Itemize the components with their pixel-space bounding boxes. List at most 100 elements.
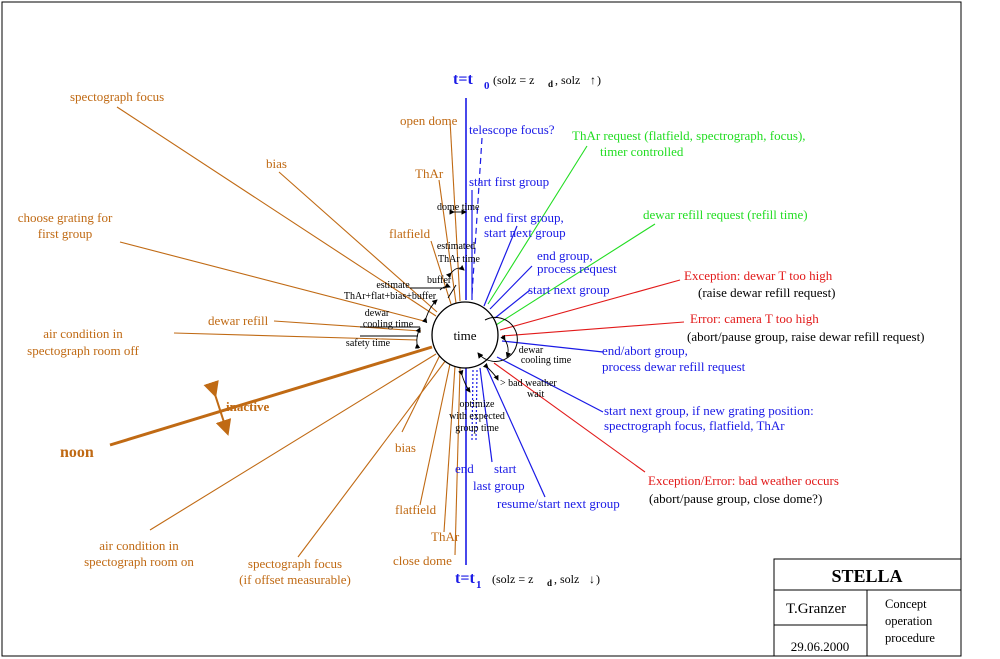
green-lines bbox=[487, 145, 656, 326]
label-close-dome: close dome bbox=[393, 553, 452, 568]
optimize-arrow bbox=[458, 369, 471, 393]
line-dewar-refill bbox=[273, 320, 422, 332]
line-flatfield-bottom bbox=[419, 363, 451, 506]
label-spec-focus-offset-1: spectograph focus bbox=[248, 556, 342, 571]
label-end-first-group-1: end first group, bbox=[484, 210, 564, 225]
line-start-last bbox=[479, 367, 493, 463]
title-block-author: T.Granzer bbox=[786, 601, 846, 617]
t1-paren: (solz = z bbox=[492, 572, 533, 586]
label-end: end bbox=[455, 461, 474, 476]
t1-paren-rest: , solz bbox=[554, 572, 579, 586]
label-safety-time: safety time bbox=[346, 338, 391, 349]
label-bad-weather-1: > bad weather bbox=[500, 378, 557, 389]
line-spectograph-focus bbox=[116, 106, 437, 317]
line-exc-dewar bbox=[499, 279, 681, 331]
label-thar-top: ThAr bbox=[415, 166, 444, 181]
label-end-group-1: end group, bbox=[537, 248, 593, 263]
label-exc-weather: Exception/Error: bad weather occurs bbox=[648, 473, 839, 488]
label-optimize-2: with expected bbox=[449, 411, 505, 422]
label-noon: noon bbox=[60, 444, 94, 461]
time-clock bbox=[431, 301, 499, 369]
label-start-next-grating-2: spectrograph focus, flatfield, ThAr bbox=[604, 418, 785, 433]
label-thar-bottom: ThAr bbox=[431, 529, 460, 544]
label-bias-top: bias bbox=[266, 156, 287, 171]
label-resume-start: resume/start next group bbox=[497, 496, 620, 511]
line-end-first bbox=[483, 225, 518, 307]
label-abort-pause-close: (abort/pause group, close dome?) bbox=[649, 491, 822, 506]
t1-arrow: ↓ bbox=[589, 572, 595, 586]
orange-labels: spectograph focus bias choose grating fo… bbox=[18, 89, 460, 587]
title-block bbox=[773, 558, 962, 657]
label-optimize-3: group time bbox=[455, 423, 499, 434]
label-dewar-cooling-right-1: dewar bbox=[519, 345, 544, 356]
orange-lines bbox=[116, 106, 461, 558]
label-err-camera: Error: camera T too high bbox=[690, 311, 819, 326]
label-start-first-group: start first group bbox=[469, 174, 549, 189]
clock-arrow bbox=[477, 316, 518, 362]
label-dewar-refill-request: dewar refill request (refill time) bbox=[643, 207, 808, 222]
label-estimate-2: ThAr+flat+bias+buffer bbox=[344, 291, 437, 302]
label-optimize-1: optimize bbox=[460, 399, 496, 410]
title-block-date: 29.06.2000 bbox=[791, 639, 850, 654]
label-raise-dewar: (raise dewar refill request) bbox=[698, 285, 836, 300]
small-black-labels: dome time estimated ThAr time buffer est… bbox=[344, 202, 572, 434]
line-choose-grating bbox=[119, 241, 425, 322]
line-thar-top bbox=[438, 179, 457, 304]
inactive-arrow bbox=[203, 380, 232, 436]
label-exc-dewar: Exception: dewar T too high bbox=[684, 268, 833, 283]
t0-paren-rest: , solz bbox=[555, 73, 580, 87]
label-flatfield-bottom: flatfield bbox=[395, 502, 437, 517]
red-lines bbox=[493, 279, 685, 473]
label-dome-time: dome time bbox=[437, 202, 480, 213]
label-estimate-1: estimate bbox=[376, 280, 410, 291]
label-estimated-thar-1: estimated bbox=[437, 241, 475, 252]
label-air-off-1: air condition in bbox=[43, 326, 123, 341]
label-start-next-group: start next group bbox=[528, 282, 610, 297]
label-spec-focus-offset-2: (if offset measurable) bbox=[239, 572, 351, 587]
title-block-desc-2: operation bbox=[885, 614, 933, 628]
line-exc-weather bbox=[493, 362, 646, 473]
label-abort-pause-raise: (abort/pause group, raise dewar refill r… bbox=[687, 329, 925, 344]
label-start-last-1: start bbox=[494, 461, 517, 476]
label-flatfield-top: flatfield bbox=[389, 226, 431, 241]
label-estimated-thar-2: ThAr time bbox=[438, 254, 480, 265]
label-dewar-cooling-right-2: cooling time bbox=[521, 355, 572, 366]
line-telescope-focus bbox=[471, 137, 483, 296]
line-dewar-refill-request bbox=[495, 223, 656, 326]
line-err-camera bbox=[501, 321, 685, 337]
label-choose-grating-1: choose grating for bbox=[18, 210, 113, 225]
t1-main: t=t bbox=[455, 570, 475, 587]
blue-labels: telescope focus? start first group end f… bbox=[455, 122, 814, 511]
label-dewar-refill: dewar refill bbox=[208, 313, 269, 328]
line-bias-top bbox=[278, 171, 438, 313]
line-close-dome bbox=[454, 367, 461, 556]
label-dewar-cooling-left-2: cooling time bbox=[363, 319, 414, 330]
label-air-on-2: spectograph room on bbox=[84, 554, 194, 569]
label-open-dome: open dome bbox=[400, 113, 458, 128]
label-end-group-2: process request bbox=[537, 261, 617, 276]
label-air-off-2: spectograph room off bbox=[27, 343, 139, 358]
label-end-abort-1: end/abort group, bbox=[602, 343, 688, 358]
t0-close: ) bbox=[597, 73, 601, 87]
cooling-right-arrow bbox=[500, 334, 511, 358]
cooling-left-arrow bbox=[422, 299, 438, 324]
line-end-abort bbox=[501, 340, 604, 353]
label-thar-request-1: ThAr request (flatfield, spectrograph, f… bbox=[572, 128, 806, 143]
label-end-abort-2: process dewar refill request bbox=[602, 359, 746, 374]
blue-lines bbox=[465, 98, 604, 565]
line-air-on bbox=[149, 353, 437, 531]
line-air-off bbox=[173, 332, 418, 341]
label-buffer: buffer bbox=[427, 275, 452, 286]
green-labels: ThAr request (flatfield, spectrograph, f… bbox=[572, 128, 808, 222]
black-labels: (raise dewar refill request) (abort/paus… bbox=[649, 285, 925, 506]
label-thar-request-2: timer controlled bbox=[600, 144, 684, 159]
title-block-desc-1: Concept bbox=[885, 597, 927, 611]
t0-paren-sub: d bbox=[548, 79, 553, 89]
buffer-arrow bbox=[439, 282, 451, 291]
center-label: time bbox=[453, 328, 476, 343]
t1-close: ) bbox=[596, 572, 600, 586]
t0-paren: (solz = z bbox=[493, 73, 534, 87]
t1-paren-sub: d bbox=[547, 578, 552, 588]
